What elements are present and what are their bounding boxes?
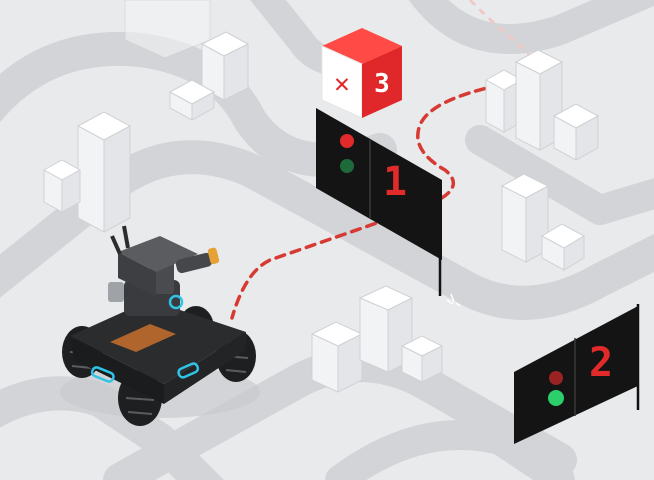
robot-camera-lens: [108, 282, 124, 302]
robot-chassis-side: [70, 336, 164, 404]
box-marker: ✕ 3: [321, 28, 402, 119]
buildings: [42, 0, 600, 393]
robot-chassis-front: [164, 332, 246, 404]
flag-2-light-top: [549, 371, 563, 385]
flag-1-light-bottom: [340, 159, 354, 173]
robot-led-front: [177, 362, 200, 379]
robot-antenna-right: [122, 225, 130, 249]
building-faint-top: [124, 0, 211, 59]
box-digit: 3: [374, 69, 390, 99]
flag-1-base-marks: [446, 293, 461, 307]
building-right-cluster-c: [552, 103, 600, 161]
flag-2-digit: 2: [589, 340, 613, 386]
flag-2-banner: [514, 306, 638, 444]
road-right-vertical: [465, 125, 654, 225]
building-tall-top: [200, 31, 250, 101]
building-center-a: [310, 321, 364, 393]
flag-1: 1: [316, 108, 461, 307]
road-right-top: [408, 0, 654, 54]
building-right-mid-low: [540, 223, 586, 271]
building-low-top: [168, 79, 216, 121]
flag-2: 2: [514, 304, 640, 444]
robot-antenna-left: [110, 235, 122, 255]
building-center-c: [400, 335, 444, 383]
box-cross-glyph: ✕: [334, 69, 350, 99]
robot-blaster-barrel: [175, 252, 213, 274]
robot: [60, 225, 260, 426]
robot-blaster-tip: [207, 247, 220, 265]
robot-gimbal-led: [168, 294, 184, 310]
building-right-mid-tall: [500, 173, 550, 263]
robot-battery-panel: [110, 324, 176, 352]
building-low-left: [42, 159, 82, 213]
box-right-face: [362, 46, 402, 118]
flag-1-digit: 1: [383, 159, 407, 205]
robot-camera-head-side: [118, 252, 156, 296]
road-bottom-right: [325, 420, 575, 480]
robot-camera-head: [118, 236, 198, 272]
flag-1-light-top: [340, 134, 354, 148]
building-tall-left: [76, 111, 132, 233]
route-main: [230, 83, 502, 320]
flag-2-light-bottom: [548, 390, 564, 406]
robot-led-left: [90, 366, 115, 383]
